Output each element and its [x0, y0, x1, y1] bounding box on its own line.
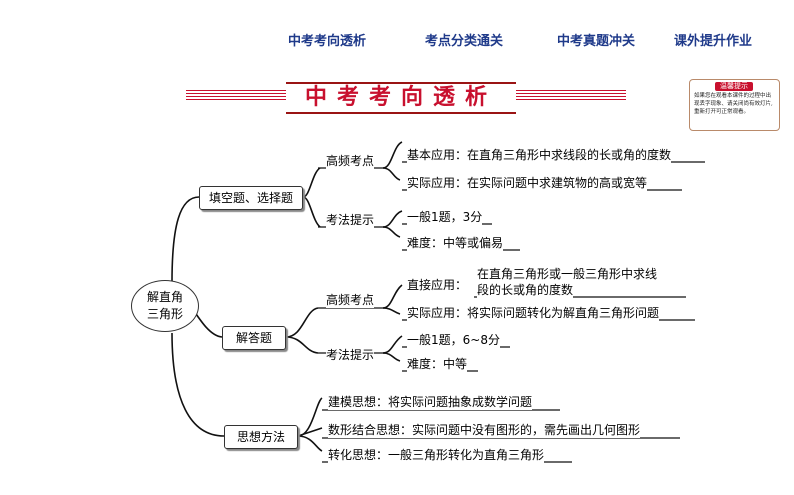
branch-fill-choice: 填空题、选择题: [199, 186, 303, 210]
root-line-2: 三角形: [146, 307, 183, 321]
b2-leaf-direct-line1: 在直角三角形或一般三角形中求线: [477, 265, 658, 282]
branch-thinking-method: 思想方法: [224, 425, 298, 449]
branch-answer: 解答题: [222, 326, 286, 350]
banner-stripes-right: [516, 90, 626, 102]
nav-item-real-exam[interactable]: 中考真题冲关: [557, 34, 636, 49]
root-node: 解直角 三角形: [131, 280, 199, 332]
banner-stripes-left: [186, 90, 286, 102]
root-line-1: 解直角: [146, 290, 183, 304]
nav-item-exam-trend[interactable]: 中考考向透析: [288, 34, 367, 49]
b1-sub-frequent: 高频考点: [326, 152, 375, 169]
b2-sub-tips: 考法提示: [326, 346, 375, 363]
b1-leaf-practical: 实际应用：在实际问题中求建筑物的高或宽等: [407, 174, 648, 191]
b3-leaf-number-shape: 数形结合思想：实际问题中没有图形的，需先画出几何图形: [328, 421, 641, 438]
b2-sub-frequent: 高频考点: [326, 291, 375, 308]
b3-leaf-modeling: 建模思想：将实际问题抽象成数学问题: [328, 393, 533, 410]
b2-leaf-count: 一般1题，6~8分: [407, 331, 500, 348]
b2-leaf-direct-line2: 段的长或角的度数: [477, 281, 574, 298]
tip-text: 如果您在观看本课件的过程中出现丢字现象、请关闭尚有效灯片, 重新打开可正常观看。: [694, 93, 773, 115]
banner-title: 中考考向透析: [286, 82, 516, 114]
b1-leaf-basic: 基本应用：在直角三角形中求线段的长或角的度数: [407, 146, 672, 163]
b1-leaf-count: 一般1题，3分: [407, 208, 483, 225]
b2-leaf-difficulty: 难度：中等: [407, 355, 468, 372]
b1-leaf-difficulty: 难度：中等或偏易: [407, 234, 504, 251]
section-banner: 中考考向透析: [186, 82, 626, 114]
tip-title: 温馨提示: [715, 82, 753, 91]
nav-item-category-pass[interactable]: 考点分类通关: [425, 34, 504, 49]
b2-leaf-direct-label: 直接应用：: [407, 276, 468, 293]
b1-sub-tips: 考法提示: [326, 211, 375, 228]
b3-leaf-transform: 转化思想：一般三角形转化为直角三角形: [328, 446, 545, 463]
nav-item-homework[interactable]: 课外提升作业: [674, 34, 753, 49]
tip-box: 温馨提示 如果您在观看本课件的过程中出现丢字现象、请关闭尚有效灯片, 重新打开可…: [689, 79, 780, 131]
b2-leaf-practical: 实际应用：将实际问题转化为解直角三角形问题: [407, 304, 660, 321]
